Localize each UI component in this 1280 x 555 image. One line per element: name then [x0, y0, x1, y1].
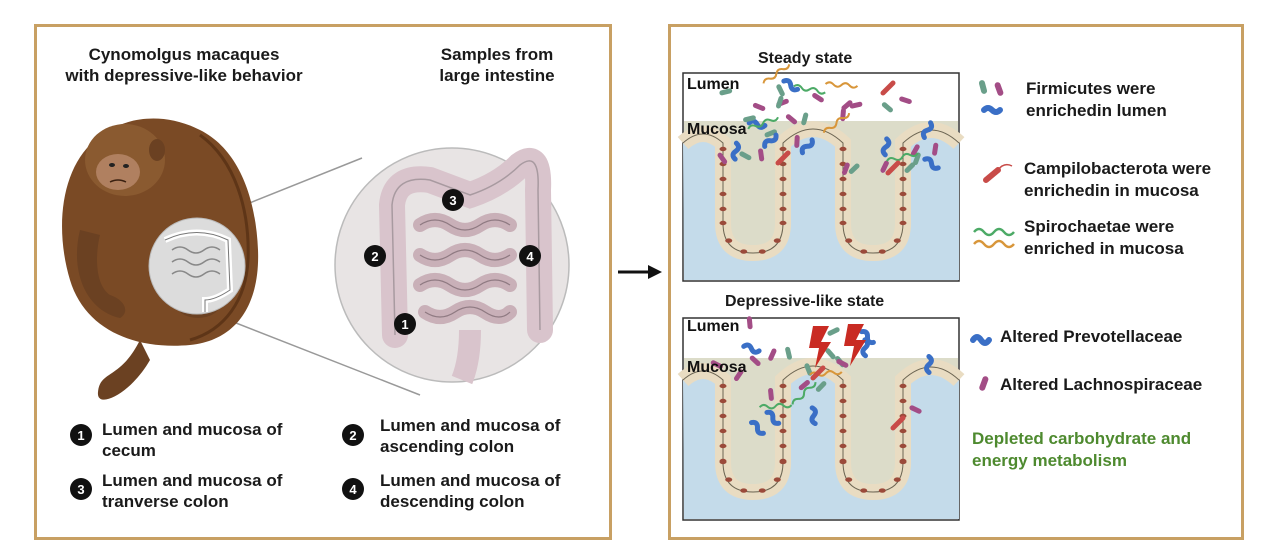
- firmicutes-label: Firmicutes were enrichedin lumen: [1026, 79, 1167, 120]
- spirochaetae-label: Spirochaetae were enriched in mucosa: [1024, 217, 1184, 258]
- marker-3: 3: [442, 189, 464, 211]
- mucosa-label-depressive: Mucosa: [687, 359, 747, 376]
- steady-state-title: Steady state: [758, 50, 853, 67]
- lumen-label-steady: Lumen: [687, 76, 740, 93]
- samples-title: Samples from large intestine: [439, 45, 555, 85]
- marker-4: 4: [519, 245, 541, 267]
- legend-num-4: 4: [342, 478, 364, 500]
- legend-num-3: 3: [70, 478, 92, 500]
- legend-text-1: Lumen and mucosa of cecum: [102, 420, 283, 460]
- macaque-illustration: [62, 118, 570, 400]
- prevotellaceae-label: Altered Prevotellaceae: [1000, 327, 1183, 346]
- lumen-label-depressive: Lumen: [687, 318, 740, 335]
- campilobacterota-icon: [983, 163, 1013, 183]
- left-panel: [34, 24, 612, 540]
- legend-num-2: 2: [342, 424, 364, 446]
- legend-num-1: 1: [70, 424, 92, 446]
- depressive-state-title: Depressive-like state: [725, 293, 885, 310]
- prevotellaceae-icon: [970, 334, 992, 346]
- macaque-title: Cynomolgus macaques with depressive-like…: [65, 45, 303, 85]
- lachnospiraceae-label: Altered Lachnospiraceae: [1000, 375, 1203, 394]
- lachnospiraceae-icon: [979, 376, 989, 391]
- mucosa-label-steady: Mucosa: [687, 121, 747, 138]
- tissue-diagram-depressive: [677, 316, 965, 521]
- firmicutes-icon: [978, 80, 1004, 115]
- tissue-diagram-steady: [677, 64, 965, 282]
- legend-text-2: Lumen and mucosa of ascending colon: [380, 416, 561, 456]
- campilobacterota-label: Campilobacterota were enrichedin in muco…: [1024, 159, 1212, 200]
- legend-text-4: Lumen and mucosa of descending colon: [380, 471, 561, 511]
- right-panel: [668, 24, 1244, 540]
- transition-arrow: [618, 265, 662, 279]
- metabolism-note: Depleted carbohydrate and energy metabol…: [972, 429, 1192, 470]
- marker-1: 1: [394, 313, 416, 335]
- legend-text-3: Lumen and mucosa of tranverse colon: [102, 471, 283, 511]
- marker-2: 2: [364, 245, 386, 267]
- spirochaetae-icon: [973, 227, 1015, 249]
